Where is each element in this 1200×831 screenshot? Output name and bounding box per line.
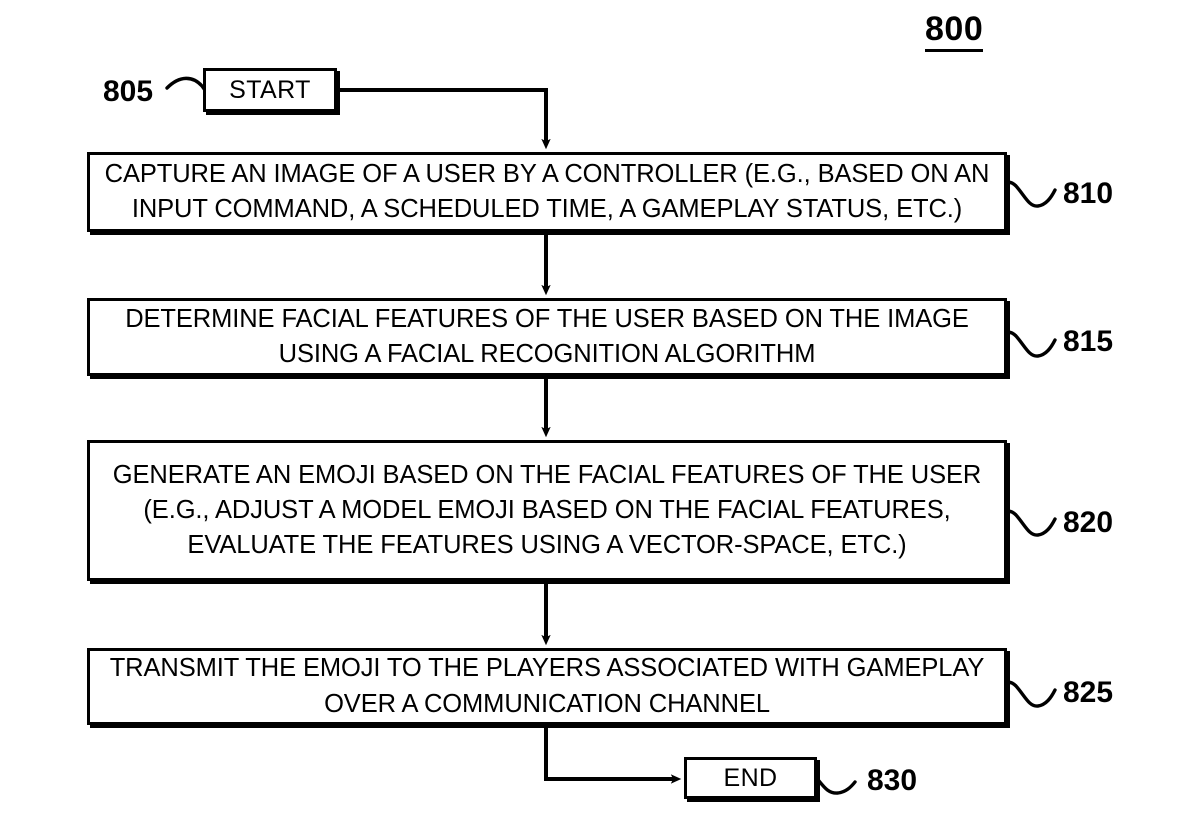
node-capture-image[interactable]: CAPTURE AN IMAGE OF A USER BY A CONTROLL… — [87, 152, 1007, 232]
node-capture-image-label: CAPTURE AN IMAGE OF A USER BY A CONTROLL… — [104, 159, 990, 223]
ref-number-825: 825 — [1063, 676, 1114, 709]
node-start-label: START — [229, 75, 311, 104]
node-generate-emoji-label: GENERATE AN EMOJI BASED ON THE FACIAL FE… — [112, 460, 982, 560]
ref-number-830: 830 — [867, 764, 918, 797]
ref-number-810: 810 — [1063, 177, 1114, 210]
node-transmit-emoji[interactable]: TRANSMIT THE EMOJI TO THE PLAYERS ASSOCI… — [87, 648, 1007, 725]
node-generate-emoji[interactable]: GENERATE AN EMOJI BASED ON THE FACIAL FE… — [87, 440, 1007, 581]
node-start[interactable]: START — [203, 68, 337, 112]
ref-number-820: 820 — [1063, 506, 1114, 539]
edge-start-to-capture — [337, 88, 551, 150]
node-end-label: END — [723, 763, 778, 792]
node-end[interactable]: END — [684, 757, 817, 799]
figure-number: 800 — [925, 11, 984, 52]
ref-number-815: 815 — [1063, 325, 1114, 358]
ref-number-805: 805 — [103, 75, 154, 108]
node-determine-features[interactable]: DETERMINE FACIAL FEATURES OF THE USER BA… — [87, 298, 1007, 376]
node-determine-features-label: DETERMINE FACIAL FEATURES OF THE USER BA… — [125, 304, 969, 368]
node-transmit-emoji-label: TRANSMIT THE EMOJI TO THE PLAYERS ASSOCI… — [109, 654, 985, 718]
edge-transmit-to-end — [544, 725, 682, 784]
